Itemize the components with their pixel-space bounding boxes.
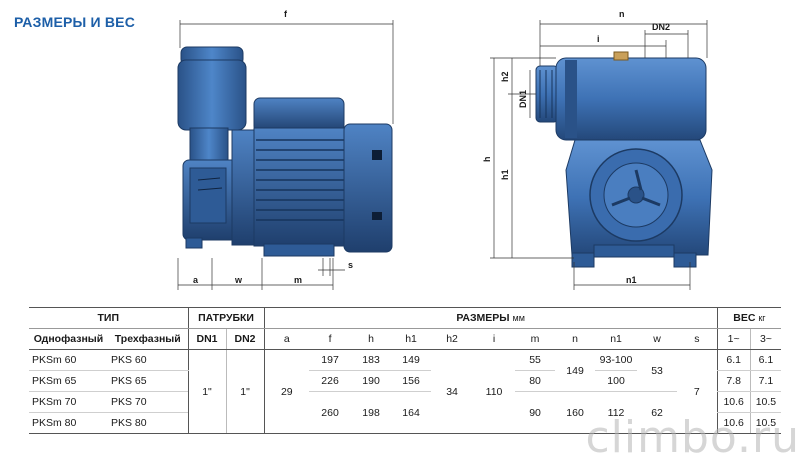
front-dimensions	[490, 20, 708, 290]
cell-a: 29	[263, 349, 310, 434]
side-view-pump	[177, 46, 393, 257]
cell-w: 53	[637, 349, 678, 392]
cell-i: 110	[473, 349, 516, 434]
dim-label-h: h	[482, 157, 492, 163]
dim-label-dn1: DN1	[518, 90, 528, 108]
dim-label-w: w	[234, 275, 243, 285]
cell-n1: 93-100	[595, 349, 638, 371]
dim-label-s: s	[348, 260, 353, 270]
header-dimensions-label: РАЗМЕРЫ	[456, 312, 510, 324]
cell-n1: 112	[595, 391, 638, 434]
cell-f: 260	[309, 391, 352, 434]
model-single: PKSm 70	[29, 391, 108, 413]
col-f: f	[309, 328, 352, 350]
col-single-phase: Однофазный	[29, 328, 108, 350]
dim-label-i: i	[597, 34, 600, 44]
col-h2: h2	[431, 328, 474, 350]
cell-h: 198	[351, 391, 392, 434]
dim-label-f: f	[284, 9, 288, 19]
dim-label-m: m	[294, 275, 302, 285]
page-title: РАЗМЕРЫ И ВЕС	[14, 14, 136, 30]
dim-label-n: n	[619, 9, 625, 19]
cell-dn2: 1"	[225, 349, 265, 434]
col-i: i	[473, 328, 516, 350]
cell-h1: 149	[391, 349, 432, 371]
col-dn2: DN2	[225, 328, 265, 350]
cell-weight1: 7.8	[716, 370, 751, 392]
col-weight-3: 3~	[749, 328, 782, 350]
model-single: PKSm 60	[29, 349, 108, 371]
cell-w: 62	[637, 391, 678, 434]
watermark: climbo.ru	[585, 412, 800, 463]
cell-s: 7	[677, 349, 718, 434]
dim-label-h1: h1	[500, 169, 510, 180]
dim-label-n1: n1	[626, 275, 637, 285]
model-three: PKS 70	[108, 391, 189, 413]
header-dimensions: РАЗМЕРЫ мм	[263, 307, 718, 329]
col-h: h	[351, 328, 392, 350]
cell-h1: 164	[391, 391, 432, 434]
model-three: PKS 80	[108, 412, 189, 434]
cell-n: 149	[555, 349, 596, 392]
cell-weight1: 10.6	[716, 391, 751, 413]
header-weight: ВЕС кг	[716, 307, 782, 329]
model-single: PKSm 80	[29, 412, 108, 434]
cell-m: 80	[515, 370, 556, 392]
dim-label-h2: h2	[500, 71, 510, 82]
header-weight-label: ВЕС	[733, 312, 756, 324]
cell-dn1: 1"	[187, 349, 227, 434]
header-weight-unit: кг	[758, 313, 766, 323]
cell-h2: 34	[431, 349, 474, 434]
spec-table: ТИП ПАТРУБКИ РАЗМЕРЫ мм ВЕС кг Однофазны…	[29, 307, 782, 434]
table-row: PKSm 70 PKS 70 260 198 164 90 160 112 62…	[29, 391, 782, 434]
cell-h: 183	[351, 349, 392, 371]
col-weight-1: 1~	[716, 328, 751, 350]
model-single: PKSm 65	[29, 370, 108, 392]
cell-weight3: 10.5	[749, 391, 782, 413]
header-ports: ПАТРУБКИ	[187, 307, 265, 329]
col-h1: h1	[391, 328, 432, 350]
header-dimensions-unit: мм	[512, 313, 525, 323]
col-dn1: DN1	[187, 328, 227, 350]
cell-f: 226	[309, 370, 352, 392]
col-w: w	[637, 328, 678, 350]
cell-weight1: 10.6	[716, 412, 751, 434]
cell-weight3: 6.1	[749, 349, 782, 371]
cell-n: 160	[555, 391, 596, 434]
cell-n1: 100	[595, 370, 638, 392]
table-row: PKSm 65 PKS 65 226 190 156 80 100 7.8 7.…	[29, 370, 782, 392]
cell-weight3: 10.5	[749, 412, 782, 434]
side-dimensions	[177, 20, 394, 290]
col-n: n	[555, 328, 596, 350]
table-row: PKSm 80 PKS 80 10.6 10.5	[29, 412, 782, 434]
cell-m: 90	[515, 391, 556, 434]
col-m: m	[515, 328, 556, 350]
cell-weight1: 6.1	[716, 349, 751, 371]
cell-weight3: 7.1	[749, 370, 782, 392]
header-type: ТИП	[29, 307, 189, 329]
col-s: s	[677, 328, 718, 350]
dim-label-a: a	[193, 275, 199, 285]
model-three: PKS 65	[108, 370, 189, 392]
model-three: PKS 60	[108, 349, 189, 371]
table-row: PKSm 60 PKS 60 1" 1" 29 197 183 149 34 1…	[29, 349, 782, 434]
pump-drawing: f a w m s	[177, 9, 713, 290]
cell-h: 190	[351, 370, 392, 392]
col-three-phase: Трехфазный	[108, 328, 189, 350]
cell-m: 55	[515, 349, 556, 371]
col-a: a	[263, 328, 310, 350]
front-view-pump	[535, 51, 713, 268]
dim-label-dn2: DN2	[652, 22, 670, 32]
col-n1: n1	[595, 328, 638, 350]
cell-h1: 156	[391, 370, 432, 392]
cell-f: 197	[309, 349, 352, 371]
